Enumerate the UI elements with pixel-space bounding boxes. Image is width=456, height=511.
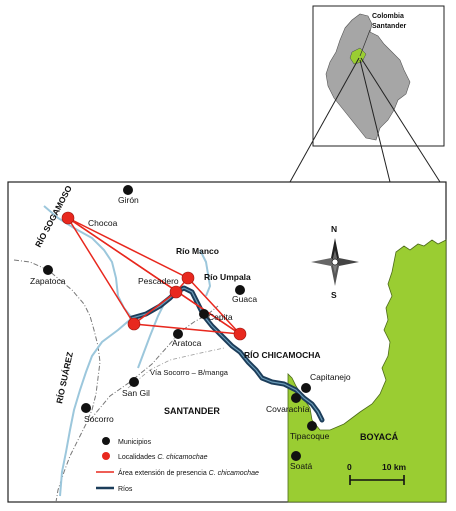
zoom-lines — [289, 57, 441, 183]
scale-bar — [349, 475, 405, 485]
compass-s: S — [331, 290, 337, 300]
label-rio-chicamocha: RÍO CHICAMOCHA — [244, 350, 321, 360]
inset-pointer — [359, 29, 371, 57]
municipio-soata-point — [291, 451, 301, 461]
legend: Municipios Localidades C. chicamochae Ár… — [96, 437, 259, 493]
label-road: Vía Socorro – B/manga — [150, 368, 229, 377]
department-boundary — [13, 259, 101, 503]
label-cepita: Cepita — [208, 312, 233, 322]
label-aratoca: Aratoca — [172, 338, 202, 348]
inset-country-label: Colombia — [372, 13, 404, 20]
locality-pescadero-point — [169, 285, 183, 299]
inset-region-label: Santander — [372, 23, 407, 30]
label-giron: Girón — [118, 195, 139, 205]
municipio-giron-point — [123, 185, 133, 195]
legend-municipios-symbol — [102, 437, 110, 445]
legend-rios: Ríos — [118, 486, 133, 493]
legend-area: Área extensión de presencia C. chicamoch… — [118, 468, 259, 477]
legend-localidades: Localidades C. chicamochae — [118, 454, 208, 461]
label-zapatoca: Zapatoca — [30, 276, 66, 286]
inset-map: Colombia Santander — [312, 5, 445, 147]
compass-n: N — [331, 224, 337, 234]
label-capitanejo: Capitanejo — [310, 372, 351, 382]
label-rio-umpala: Río Umpala — [204, 272, 251, 282]
municipio-zapatoca-point — [43, 265, 53, 275]
municipio-cepita-point — [199, 309, 209, 319]
label-soata: Soatá — [290, 461, 312, 471]
label-pescadero: Pescadero — [138, 276, 179, 286]
scale-ten: 10 km — [382, 462, 407, 472]
legend-localidades-symbol — [102, 452, 110, 460]
municipio-covarachia-point — [291, 393, 301, 403]
label-socorro: Socorro — [84, 414, 114, 424]
municipio-socorro-point — [81, 403, 91, 413]
municipio-aratoca-point — [173, 329, 183, 339]
localidades-points — [61, 211, 247, 341]
locality-east-point — [233, 327, 247, 341]
municipios-points — [43, 185, 317, 461]
label-santander: SANTANDER — [164, 406, 220, 416]
municipio-tipacoque-point — [307, 421, 317, 431]
locality-chocoa-point — [61, 211, 75, 225]
secondary-road — [127, 347, 225, 389]
legend-municipios: Municipios — [118, 439, 152, 446]
area-extension-triangle — [67, 217, 241, 335]
locality-umpala-point — [181, 271, 195, 285]
municipio-capitanejo-point — [301, 383, 311, 393]
municipio-san-gil-point — [129, 377, 139, 387]
label-guaca: Guaca — [232, 294, 257, 304]
scale-zero: 0 — [347, 462, 352, 472]
municipio-guaca-point — [235, 285, 245, 295]
label-chocoa: Chocoa — [88, 218, 118, 228]
compass-rose — [311, 238, 359, 286]
label-san-gil: San Gil — [122, 388, 150, 398]
label-tipacoque: Tipacoque — [290, 431, 330, 441]
label-rio-manco: Río Manco — [176, 246, 219, 256]
label-boyaca: BOYACÁ — [360, 432, 399, 442]
label-covarachia: Covarachía — [266, 404, 310, 414]
locality-west-point — [127, 317, 141, 331]
